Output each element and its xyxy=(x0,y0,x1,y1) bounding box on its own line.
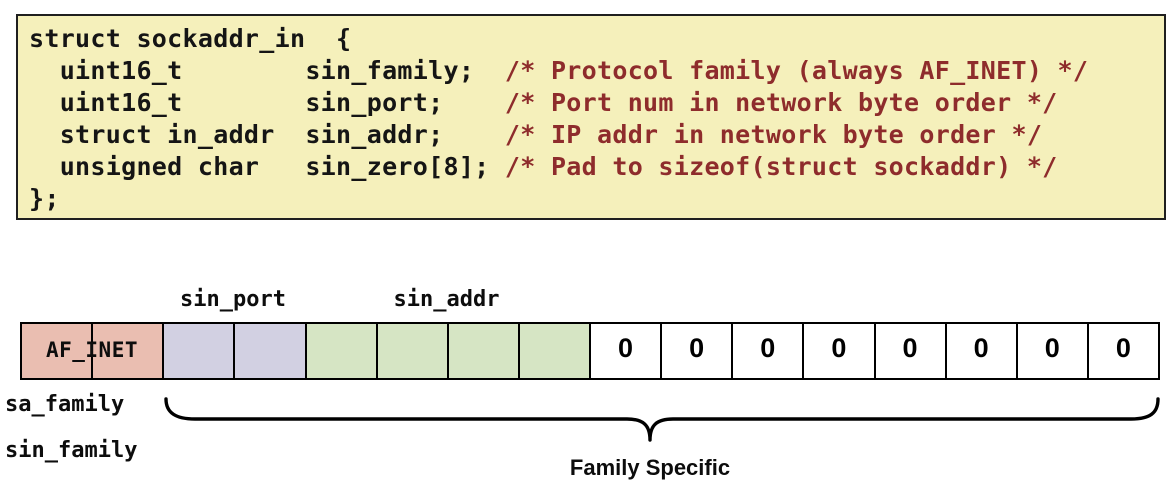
sin-addr-field-label: sin_addr xyxy=(393,287,500,312)
byte-cell-sin_zero: 0 xyxy=(589,324,661,378)
byte-cell-sin_addr xyxy=(375,324,447,378)
byte-cell-sin_family xyxy=(91,324,163,378)
byte-cell-sin_port xyxy=(162,324,234,378)
byte-cell-sin_addr xyxy=(446,324,518,378)
code-text: struct in_addr sin_addr; xyxy=(29,120,505,149)
struct-code: struct sockaddr_in { uint16_t sin_family… xyxy=(18,16,1164,215)
code-text: unsigned char sin_zero[8]; xyxy=(29,152,505,181)
sin-family-label: sin_family xyxy=(5,438,138,463)
code-comment: /* Protocol family (always AF_INET) */ xyxy=(504,56,1089,85)
byte-cell-sin_zero: 0 xyxy=(944,324,1016,378)
byte-cell-sin_zero: 0 xyxy=(731,324,803,378)
code-line: uint16_t sin_port; /* Port num in networ… xyxy=(29,87,1156,119)
byte-cell-sin_zero: 0 xyxy=(660,324,732,378)
byte-cell-sin_zero: 0 xyxy=(873,324,945,378)
sin-port-field-label: sin_port xyxy=(180,287,286,312)
code-line: unsigned char sin_zero[8]; /* Pad to siz… xyxy=(29,151,1156,183)
code-line: }; xyxy=(29,183,1156,215)
byte-cell-sin_zero: 0 xyxy=(1086,324,1158,378)
byte-cell-sin_family xyxy=(22,324,92,378)
code-comment: /* IP addr in network byte order */ xyxy=(504,120,1043,149)
code-line: struct in_addr sin_addr; /* IP addr in n… xyxy=(29,119,1156,151)
byte-cell-sin_zero: 0 xyxy=(1015,324,1087,378)
byte-cell-sin_addr xyxy=(304,324,376,378)
byte-cell-sin_zero: 0 xyxy=(802,324,874,378)
code-text: uint16_t sin_family; xyxy=(29,56,505,85)
family-specific-label: Family Specific xyxy=(569,455,731,480)
struct-definition-code-box: struct sockaddr_in { uint16_t sin_family… xyxy=(16,14,1166,220)
code-line: struct sockaddr_in { xyxy=(29,23,1156,55)
byte-cell-sin_addr xyxy=(517,324,589,378)
code-comment: /* Pad to sizeof(struct sockaddr) */ xyxy=(504,152,1058,181)
code-text: uint16_t sin_port; xyxy=(29,88,505,117)
byte-cell-sin_port xyxy=(233,324,305,378)
code-line: uint16_t sin_family; /* Protocol family … xyxy=(29,55,1156,87)
sa-family-label: sa_family xyxy=(5,392,125,417)
code-text: }; xyxy=(29,184,60,213)
code-comment: /* Port num in network byte order */ xyxy=(504,88,1058,117)
code-text: struct sockaddr_in { xyxy=(29,24,352,53)
